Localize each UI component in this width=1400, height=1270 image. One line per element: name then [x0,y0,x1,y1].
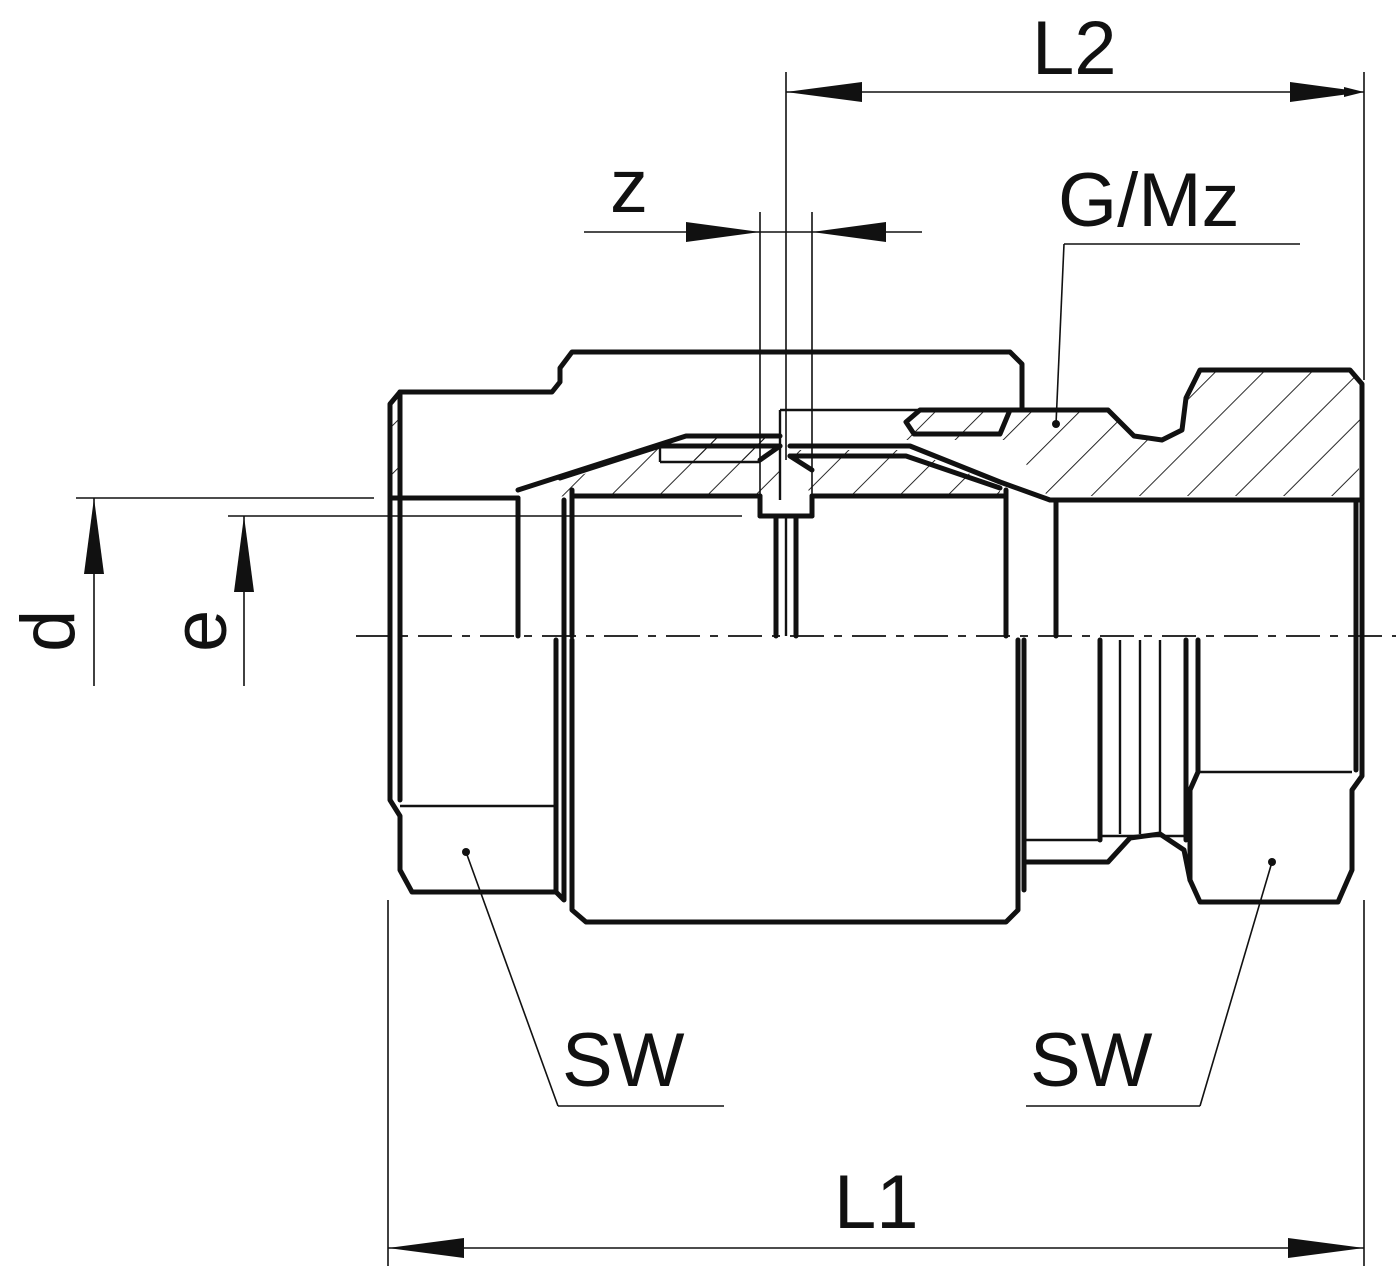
dimension-l1 [387,900,1365,1266]
label-l1: L1 [834,1160,919,1245]
dimension-z [584,212,922,500]
dimension-d [76,497,374,686]
center-body [515,408,1053,925]
label-z: z [610,144,648,229]
leader-sw-right [1026,858,1276,1107]
label-e: e [158,610,243,652]
right-nut [903,367,1365,905]
dimension-e [228,515,742,686]
label-sw-left: SW [562,1018,685,1103]
section-hatch [388,352,1362,500]
label-thread: G/Mz [1058,158,1240,243]
leader-sw-left [462,848,724,1107]
dimension-l2 [785,72,1365,460]
label-sw-right: SW [1030,1018,1153,1103]
label-l2: L2 [1032,6,1117,91]
left-nut [387,349,1025,903]
label-d: d [6,610,91,652]
leader-thread [1052,243,1300,428]
